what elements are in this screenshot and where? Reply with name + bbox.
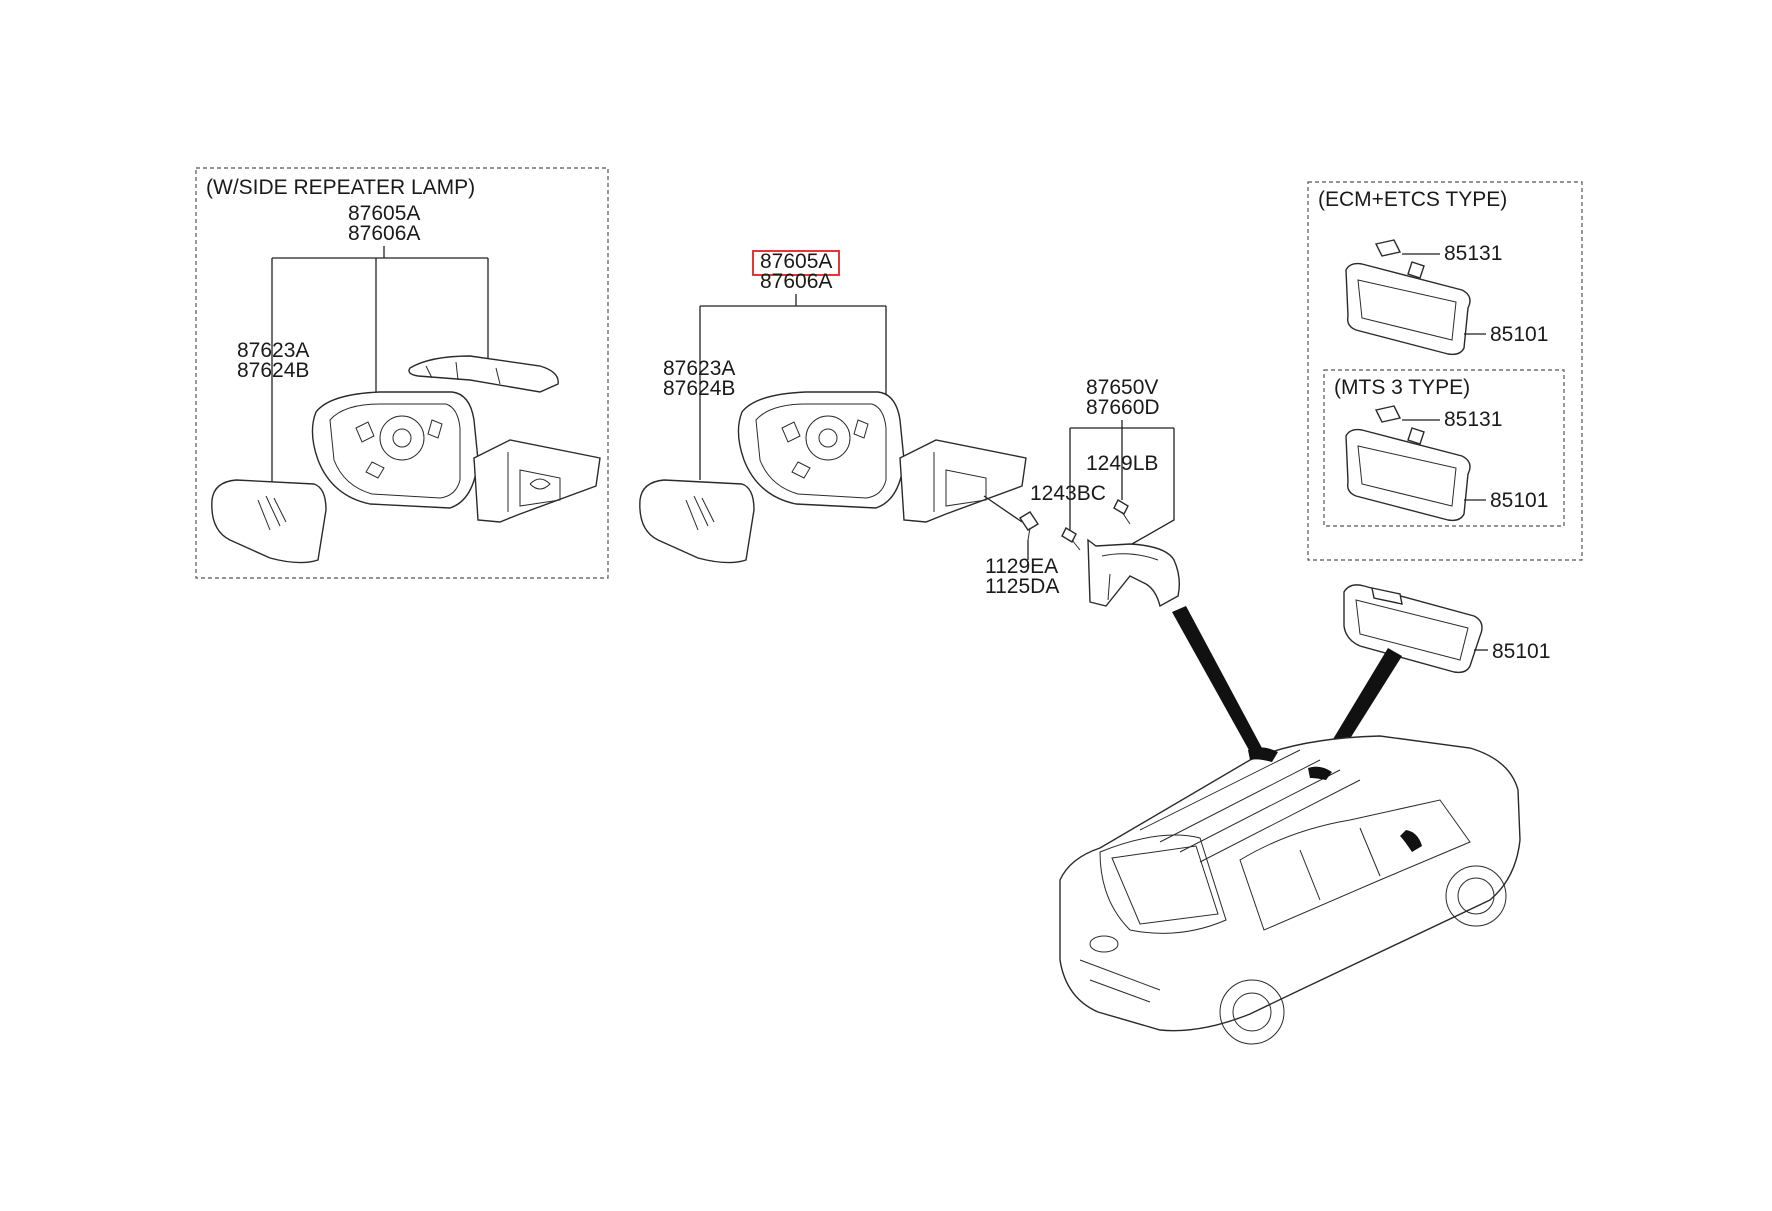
label-85101-ecm[interactable]: 85101 [1490,323,1548,346]
label-87606A-rep[interactable]: 87606A [348,222,420,245]
mirror-housing-rep [311,391,479,509]
label-87623A-main[interactable]: 87623A [663,357,735,380]
screw-1243BC [1061,527,1081,551]
label-85131-mts[interactable]: 85131 [1444,408,1502,431]
ecm-etcs-group-box [1307,181,1583,561]
screw-1249LB [1113,499,1131,525]
bolt-1129EA [1019,511,1039,541]
mirror-glass-rep [211,479,327,564]
label-87605A-rep[interactable]: 87605A [348,202,420,225]
label-85101-base[interactable]: 85101 [1492,640,1550,663]
mts3-mirror-85101 [1345,428,1471,522]
mirror-cover-87650V [1087,538,1181,608]
label-87623A-rep[interactable]: 87623A [237,339,309,362]
side-repeater-group-box [195,167,609,579]
suv-vehicle [1059,735,1521,1045]
highlight-87605A [752,250,840,276]
ecm-mirror-85101 [1345,262,1471,356]
label-87606A-main[interactable]: 87606A [760,270,832,293]
label-87624B-rep[interactable]: 87624B [237,359,309,382]
mirror-housing-main [737,391,905,509]
label-1125DA[interactable]: 1125DA [985,575,1059,598]
mts3-group-box [1323,369,1565,527]
label-87624B-main[interactable]: 87624B [663,377,735,400]
label-87605A-main[interactable]: 87605A [760,250,832,273]
side-repeater-lamp [408,355,559,393]
ecm-etcs-header: (ECM+ETCS TYPE) [1318,188,1507,211]
mirror-base-main [899,439,1027,523]
mirror-glass-main [639,479,755,564]
mts3-bracket-85131 [1374,405,1425,445]
label-1243BC[interactable]: 1243BC [1030,482,1106,505]
ecm-bracket-85131 [1374,239,1425,279]
mirror-base-rep [473,439,601,523]
label-87660D[interactable]: 87660D [1086,396,1160,419]
label-87650V[interactable]: 87650V [1086,376,1158,399]
label-85101-mts[interactable]: 85101 [1490,489,1548,512]
mts3-header: (MTS 3 TYPE) [1334,376,1470,399]
label-1249LB[interactable]: 1249LB [1086,452,1158,475]
side-repeater-header: (W/SIDE REPEATER LAMP) [206,176,475,199]
inside-mirror-85101 [1343,584,1483,674]
label-85131-ecm[interactable]: 85131 [1444,242,1502,265]
label-1129EA[interactable]: 1129EA [985,555,1058,578]
